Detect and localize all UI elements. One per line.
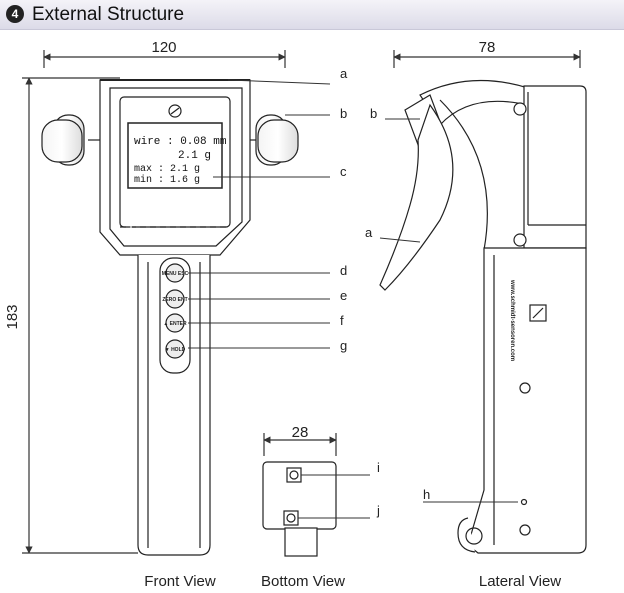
front-callout-leaders [188, 79, 331, 349]
callout-e: e [340, 288, 347, 303]
lever-arm-a [379, 103, 454, 291]
callout-c: c [340, 164, 347, 179]
display-value: 2.1 g [178, 150, 211, 162]
display-max: max : 2.1 g [134, 164, 200, 175]
display-min: min : 1.6 g [134, 174, 200, 186]
button-label-d: MENU ESC [162, 271, 189, 277]
dim-label-28: 28 [292, 424, 309, 441]
button-label-g: ▼ HOLD [165, 347, 186, 353]
callout-j: j [376, 503, 380, 518]
zero-ent-button[interactable] [165, 289, 185, 309]
left-knob [41, 114, 100, 166]
reset-hole-h [520, 498, 528, 506]
front-handle [137, 255, 211, 556]
bottom-stem [284, 527, 318, 557]
callout-d: d [340, 263, 347, 278]
port-i [286, 467, 302, 483]
callout-h: h [423, 487, 430, 502]
bottom-view-label: Bottom View [261, 573, 345, 590]
lateral-view [379, 50, 587, 554]
screw-lower-icon [519, 382, 531, 394]
menu-esc-button[interactable] [165, 263, 185, 283]
enter-up-button[interactable] [165, 313, 185, 333]
front-callout-labels: a b c d e f g [340, 66, 348, 353]
port-j [283, 510, 299, 526]
display-readout: wire : 0.08 mm 2.1 g max : 2.1 g min : 1… [134, 136, 227, 186]
dim-label-78: 78 [479, 39, 496, 56]
callout-i: i [377, 460, 380, 475]
button-label-f: ▲ ENTER [163, 321, 187, 327]
button-label-e: ZERO ENT [162, 297, 187, 303]
dim-label-120: 120 [151, 39, 176, 56]
callout-a-front: a [340, 66, 348, 81]
section-number-badge: 4 [6, 5, 24, 23]
display-wire: wire : 0.08 mm [134, 136, 227, 148]
bottom-view [262, 433, 370, 557]
front-view [22, 50, 299, 556]
callout-a-lateral: a [365, 225, 373, 240]
callout-f: f [340, 313, 344, 328]
screw-bottom-icon [519, 524, 531, 536]
section-header: 4 External Structure [0, 0, 624, 30]
button-labels: MENU ESC ZERO ENT ▲ ENTER ▼ HOLD [162, 271, 189, 353]
side-website-text: www.schmidt-sensoren.com [509, 279, 515, 361]
screw-top-icon [513, 102, 527, 116]
section-title: External Structure [32, 4, 185, 25]
lateral-view-label: Lateral View [479, 573, 561, 590]
display-screen [127, 122, 223, 189]
lateral-handle [467, 247, 587, 554]
lateral-head [523, 85, 587, 249]
callout-g: g [340, 338, 347, 353]
callout-b-lateral: b [370, 106, 377, 121]
dim-label-183: 183 [4, 304, 21, 329]
screw-mid-icon [513, 233, 527, 247]
hold-down-button[interactable] [165, 339, 185, 359]
front-view-label: Front View [144, 573, 216, 590]
callout-b-front: b [340, 106, 347, 121]
right-knob [240, 114, 299, 166]
